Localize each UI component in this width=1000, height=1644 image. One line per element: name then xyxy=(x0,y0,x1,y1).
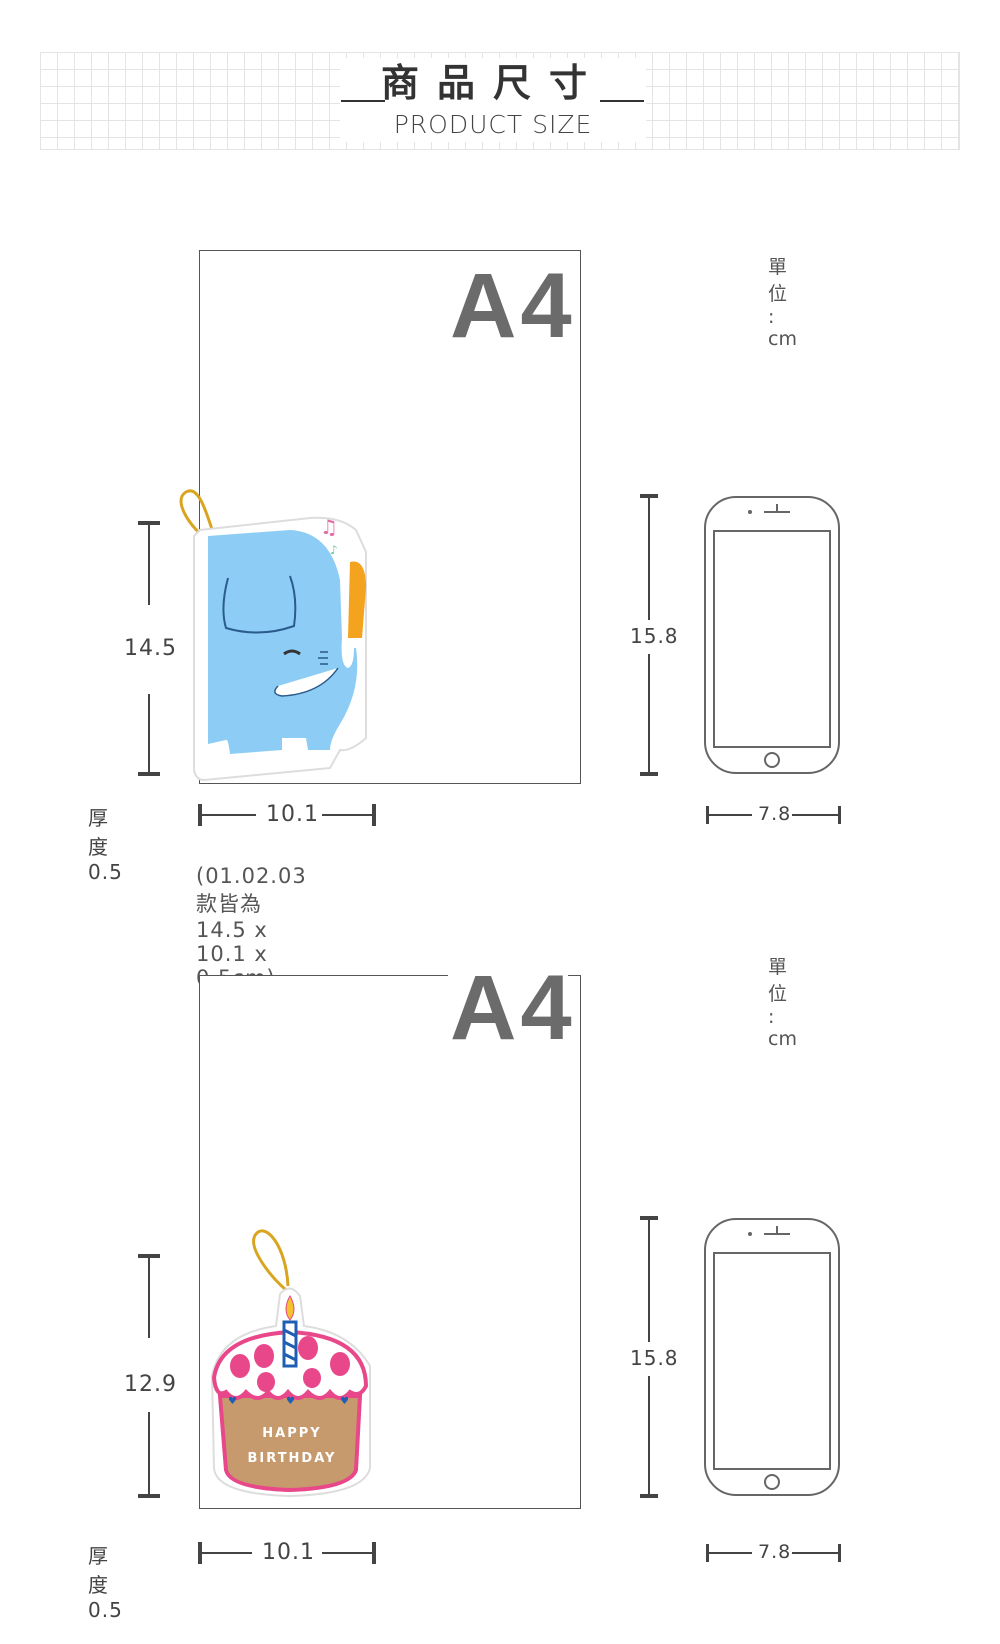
phone-speaker-mark xyxy=(776,1226,778,1234)
phone-home-button xyxy=(764,1474,780,1490)
phone-width-line-right xyxy=(792,814,838,816)
phone-camera-dot xyxy=(748,1232,752,1236)
phone-height-value: 15.8 xyxy=(630,624,679,648)
page-title: 商品尺寸 xyxy=(380,61,605,105)
header-title-box xyxy=(340,58,646,142)
size-note: (01.02.03款皆為14.5 x 10.1 x 0.5cm) xyxy=(196,864,307,990)
card-width-line-right xyxy=(322,1552,374,1554)
cake-card-text-birthday: BIRTHDAY xyxy=(247,1451,337,1466)
phone-width-tick-right xyxy=(838,1544,841,1562)
birthday-cake-card-illustration: ♥ ♥ ♥ xyxy=(210,1229,371,1498)
phone-width-tick-right xyxy=(838,806,841,824)
phone-height-line-top xyxy=(648,496,650,620)
phone-speaker xyxy=(764,1233,790,1235)
thickness-label: 厚度0.5 xyxy=(88,806,123,884)
phone-screen xyxy=(713,1252,831,1470)
card-height-line-bottom xyxy=(148,694,150,774)
phone-width-line-right xyxy=(792,1552,838,1554)
svg-text:♥: ♥ xyxy=(228,1396,237,1407)
phone-width-line-left xyxy=(708,1552,752,1554)
card-width-value: 10.1 xyxy=(262,1540,315,1565)
thickness-label: 厚度0.5 xyxy=(88,1544,123,1622)
phone-outline xyxy=(704,1218,840,1496)
phone-height-line-top xyxy=(648,1218,650,1342)
cake-card-text-happy: HAPPY xyxy=(262,1426,322,1441)
phone-outline xyxy=(704,496,840,774)
card-width-line-left xyxy=(200,814,256,816)
phone-home-button xyxy=(764,752,780,768)
phone-width-line-left xyxy=(708,814,752,816)
card-height-line-top xyxy=(148,1256,150,1338)
unit-label: 單位 : cm xyxy=(768,256,797,350)
phone-height-value: 15.8 xyxy=(630,1346,679,1370)
card-width-line-right xyxy=(322,814,374,816)
a4-label: A4 xyxy=(450,957,576,1059)
a4-label: A4 xyxy=(450,255,576,357)
card-height-tick-bottom xyxy=(138,772,160,776)
svg-text:♪: ♪ xyxy=(330,543,338,557)
page-subtitle: PRODUCT SIZE xyxy=(393,110,593,139)
card-width-line-left xyxy=(200,1552,252,1554)
phone-height-tick-bottom xyxy=(640,772,658,776)
phone-screen xyxy=(713,530,831,748)
a4-label-backdrop xyxy=(448,966,568,1030)
title-rule-right xyxy=(600,100,644,102)
card-height-value: 14.5 xyxy=(124,636,177,661)
phone-speaker-mark xyxy=(776,504,778,512)
phone-speaker xyxy=(764,511,790,513)
phone-width-tick-left xyxy=(706,806,709,824)
svg-text:♥: ♥ xyxy=(286,1396,295,1407)
card-height-line-bottom xyxy=(148,1412,150,1496)
card-width-value: 10.1 xyxy=(266,802,319,827)
unit-label: 單位 : cm xyxy=(768,956,797,1050)
card-width-tick-right xyxy=(372,1542,376,1564)
card-width-tick-right xyxy=(372,804,376,826)
card-height-tick-bottom xyxy=(138,1494,160,1498)
svg-text:♫: ♫ xyxy=(320,515,338,539)
phone-width-tick-left xyxy=(706,1544,709,1562)
card-height-value: 12.9 xyxy=(124,1372,177,1397)
phone-height-tick-bottom xyxy=(640,1494,658,1498)
phone-width-value: 7.8 xyxy=(758,803,792,825)
card-height-line-top xyxy=(148,523,150,605)
title-rule-left xyxy=(341,100,385,102)
phone-width-value: 7.8 xyxy=(758,1541,792,1563)
phone-height-line-bottom xyxy=(648,654,650,774)
phone-camera-dot xyxy=(748,510,752,514)
svg-text:♥: ♥ xyxy=(340,1396,349,1407)
phone-height-line-bottom xyxy=(648,1376,650,1496)
elephant-card-illustration: ♫ ♪ xyxy=(179,489,367,782)
